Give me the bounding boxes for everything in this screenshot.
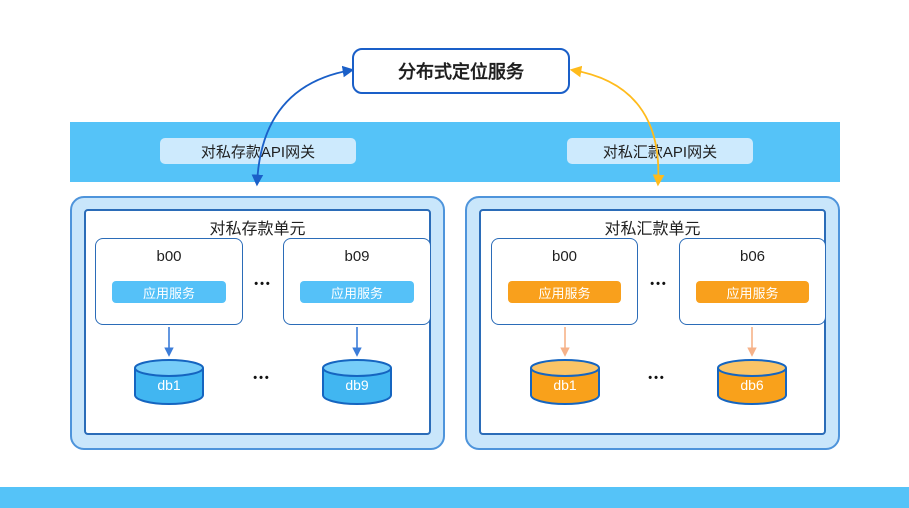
remit-node-b00-name: b00: [551, 248, 578, 265]
deposit-db1-label: db1: [157, 377, 181, 393]
deposit-db9-cylinder-icon: db9: [322, 359, 392, 405]
remit-gateway-text: 对私汇款API网关: [602, 143, 718, 161]
deposit-node-b09-name: b09: [344, 248, 370, 265]
remit-node-ellipsis: •••: [650, 278, 668, 290]
deposit-node-b09: b09 应用服务: [283, 238, 431, 325]
remit-db6-label: db6: [740, 377, 764, 393]
remit-node-b00: b00 应用服务: [491, 238, 638, 325]
deposit-db9-label: db9: [345, 377, 369, 393]
remit-b00-app-service-pill: 应用服务: [508, 281, 621, 303]
deposit-node-b00: b00 应用服务: [95, 238, 243, 325]
deposit-db-ellipsis: •••: [253, 372, 271, 384]
remit-db1-label: db1: [553, 377, 577, 393]
deposit-node-ellipsis: •••: [254, 278, 272, 290]
remit-db6-cylinder-icon: db6: [717, 359, 787, 405]
deposit-node-b00-name: b00: [156, 248, 182, 265]
locator-service-label: 分布式定位服务: [398, 62, 524, 82]
remit-node-b06-name: b06: [739, 248, 766, 265]
deposit-db1-cylinder-icon: db1: [134, 359, 204, 405]
deposit-api-gateway-label: 对私存款API网关: [160, 138, 356, 164]
deposit-unit-title: 对私存款单元: [209, 221, 306, 238]
distributed-locator-service-box: 分布式定位服务: [352, 48, 570, 94]
deposit-gateway-text: 对私存款API网关: [200, 143, 316, 161]
remit-node-b06: b06 应用服务: [679, 238, 826, 325]
deposit-b00-app-service-pill: 应用服务: [112, 281, 226, 303]
remit-db1-cylinder-icon: db1: [530, 359, 600, 405]
footer-accent-bar: [0, 487, 909, 508]
remit-api-gateway-label: 对私汇款API网关: [567, 138, 753, 164]
remit-db-ellipsis: •••: [648, 372, 666, 384]
deposit-b09-app-service-pill: 应用服务: [300, 281, 414, 303]
remit-b06-app-service-pill: 应用服务: [696, 281, 809, 303]
remit-unit-title: 对私汇款单元: [604, 221, 701, 238]
